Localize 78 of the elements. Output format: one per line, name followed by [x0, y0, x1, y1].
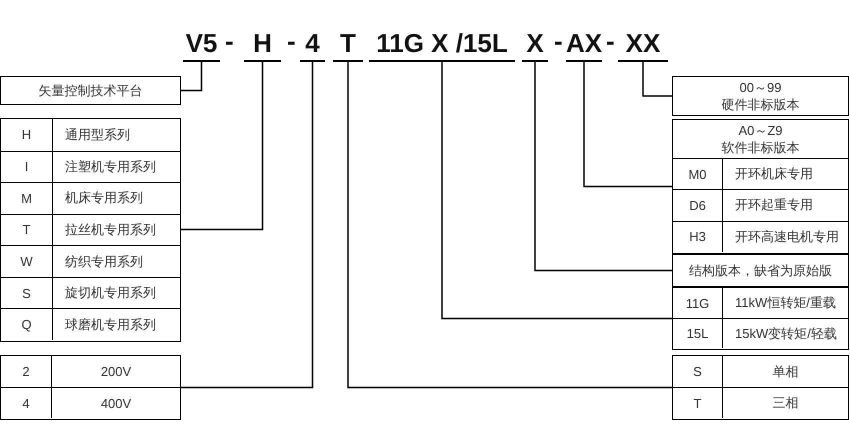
- description-text: 11kW恒转矩/重载: [734, 294, 837, 312]
- code-text: H: [1, 119, 53, 151]
- table-row: [1, 387, 180, 418]
- code-segment: AX: [566, 26, 602, 62]
- description-text: 机床专用系列: [64, 189, 144, 208]
- code-segment: V5: [183, 26, 220, 62]
- code-text: T: [1, 214, 53, 246]
- code-text: S: [1, 278, 53, 308]
- table-row: [673, 220, 848, 252]
- table-row: [1, 245, 180, 277]
- table-frame: [0, 355, 181, 420]
- table-frame: [672, 119, 849, 254]
- connector-line: [642, 62, 672, 97]
- connector-line: [347, 62, 672, 388]
- description-box: [672, 76, 849, 116]
- description-text: 开环机床专用: [734, 165, 814, 184]
- table-row: [673, 387, 848, 418]
- code-text: T: [673, 388, 723, 418]
- connector-line: [583, 62, 672, 188]
- separator-dash: -: [225, 25, 234, 58]
- description-text: 矢量控制技术平台: [38, 82, 142, 100]
- table-row: [673, 158, 848, 190]
- code-text: 4: [1, 388, 52, 418]
- code-segment: XX: [618, 26, 668, 62]
- description-text: 球磨机专用系列: [64, 316, 157, 334]
- code-text: 15L: [673, 319, 723, 348]
- connector-line: [441, 62, 672, 320]
- code-segment: T: [333, 26, 363, 62]
- code-range-text: A0～Z9: [737, 122, 784, 139]
- description-text: 单相: [772, 362, 800, 380]
- description-box: [672, 254, 849, 287]
- description-text: 纺织专用系列: [64, 252, 144, 271]
- table-row: [1, 182, 180, 214]
- separator-dash: -: [554, 25, 563, 58]
- table-row: [1, 308, 180, 340]
- code-text: W: [1, 246, 53, 277]
- code-segment: 11G X /15L: [369, 26, 515, 62]
- code-text: H3: [673, 222, 723, 252]
- description-text: 开环高速电机专用: [734, 228, 840, 246]
- connector-line: [180, 62, 264, 230]
- code-text: M0: [673, 159, 723, 190]
- connector-line: [534, 62, 672, 272]
- table-row: [673, 318, 848, 348]
- code-segment: H: [244, 26, 281, 62]
- table-frame: [672, 287, 849, 350]
- table-frame: [672, 355, 849, 420]
- description-text: 软件非标版本: [720, 139, 800, 156]
- description-text: 拉丝机专用系列: [64, 220, 157, 239]
- code-segment: X: [522, 26, 548, 62]
- description-text: 旋切机专用系列: [64, 284, 157, 302]
- table-row: [673, 189, 848, 221]
- code-text: I: [1, 152, 53, 182]
- code-range-text: 00～99: [738, 79, 782, 96]
- code-text: D6: [673, 190, 723, 221]
- description-text: 15kW变转矩/轻载: [734, 324, 838, 342]
- table-row: [1, 276, 180, 308]
- table-row: [1, 150, 180, 182]
- description-text: 通用型系列: [64, 126, 131, 144]
- code-text: 2: [1, 356, 52, 387]
- connector-line: [181, 62, 314, 388]
- description-text: 注塑机专用系列: [64, 158, 157, 176]
- description-text: 200V: [100, 364, 132, 379]
- code-text: 11G: [673, 288, 723, 318]
- code-segment: 4: [300, 26, 325, 62]
- code-text: S: [673, 356, 723, 387]
- table-frame: [0, 118, 181, 342]
- connector-line: [181, 62, 202, 92]
- separator-dash: -: [606, 25, 615, 58]
- code-text: Q: [1, 309, 53, 340]
- description-text: 三相: [772, 394, 800, 412]
- description-box: [0, 76, 181, 105]
- code-text: M: [1, 183, 53, 214]
- description-text: 开环起重专用: [734, 196, 814, 214]
- description-text: 400V: [100, 396, 132, 410]
- description-text: 结构版本，缺省为原始版: [689, 262, 832, 280]
- table-row: [1, 214, 180, 246]
- description-text: 硬件非标版本: [720, 96, 800, 113]
- separator-dash: -: [287, 25, 296, 58]
